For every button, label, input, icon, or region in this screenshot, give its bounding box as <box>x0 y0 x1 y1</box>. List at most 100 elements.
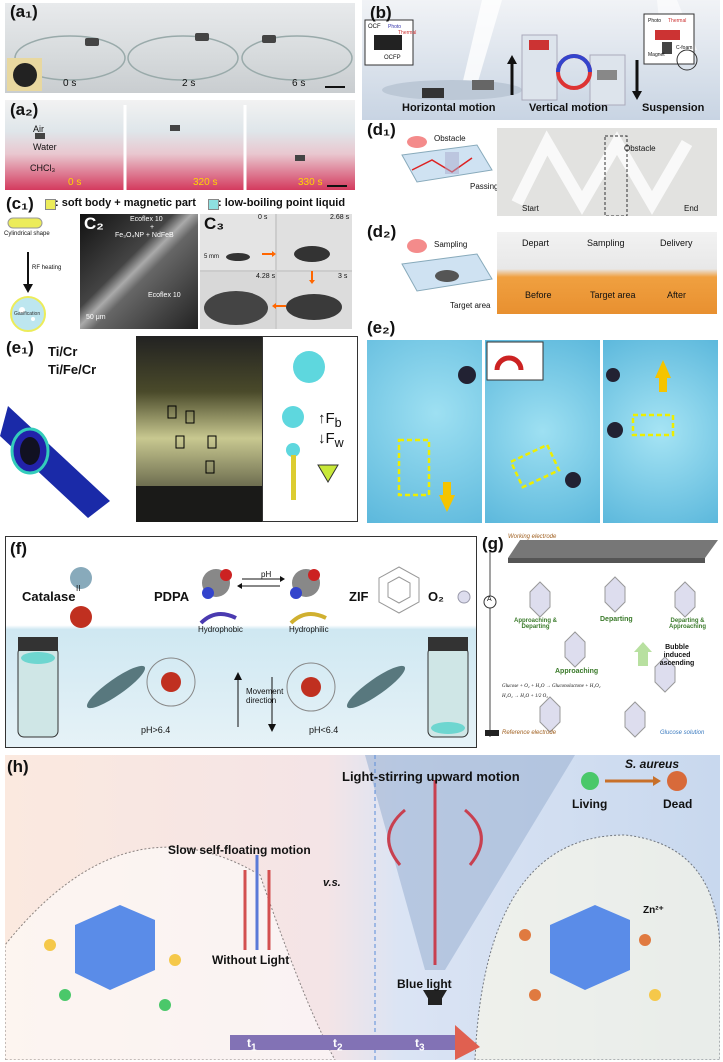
photo-c2 <box>80 214 198 329</box>
d1-schematic <box>401 136 493 183</box>
fw-sub: w <box>334 436 344 450</box>
d1-obstacle: Obstacle <box>434 134 466 143</box>
time-a1-2: 6 s <box>292 78 306 89</box>
legend-soft: : soft body + magnetic part <box>55 197 196 209</box>
fb-text: F <box>325 410 335 427</box>
t2-sub: 2 <box>337 1042 343 1054</box>
panel-h: (h) Light-stirring upward motion S. aure… <box>5 755 720 1060</box>
motion-illustration <box>364 0 698 106</box>
photo-a1 <box>5 3 355 93</box>
panel-a2: (a₂) Air Water CHCl₃ 0 s 320 s 330 s <box>0 98 358 192</box>
photo-e2-2 <box>603 340 718 523</box>
f-hydrophilic: Hydrophilic <box>289 625 329 634</box>
h-dead: Dead <box>663 797 693 811</box>
label-b: (b) <box>370 3 392 22</box>
f-eq-1: II <box>76 584 81 593</box>
d2-stage-1: Sampling <box>587 238 625 248</box>
zif-icon <box>378 566 420 614</box>
photo-e2-0 <box>367 340 482 523</box>
d2-stage-2: Delivery <box>660 238 693 248</box>
inset-left-thermal: Thermal <box>398 30 417 36</box>
photo-d2 <box>497 232 717 314</box>
d2-target: Target area <box>450 301 491 310</box>
inset-right-thermal: Thermal <box>668 18 687 24</box>
inset-right-photo: Photo <box>648 18 662 24</box>
c3-scale: 5 mm <box>204 254 219 260</box>
t3-letter: t <box>415 1036 419 1050</box>
h-illustration <box>5 755 720 1060</box>
g-reference: Reference electrode <box>502 730 557 736</box>
label-g: (g) <box>482 534 504 553</box>
f-ph: pH <box>261 570 272 579</box>
f-movement: Movement direction <box>246 687 284 705</box>
f-pdpa: PDPA <box>154 589 190 604</box>
f-hydrophobic: Hydrophobic <box>198 625 243 634</box>
fb-arrow: ↑ <box>318 410 326 427</box>
t1-letter: t <box>247 1036 251 1050</box>
c2-plus: + <box>150 224 155 231</box>
t2-letter: t <box>333 1036 337 1050</box>
label-h: (h) <box>7 757 29 776</box>
g-departing: Departing <box>600 616 633 623</box>
label-c2: C₂ <box>84 214 104 233</box>
layer-chcl3: CHCl₃ <box>30 163 56 173</box>
f-catalase: Catalase <box>22 589 76 604</box>
d2-schematic <box>401 239 493 292</box>
photo-e2-1 <box>485 340 600 523</box>
c1-gas: Gasification <box>14 311 41 317</box>
t1-sub: 1 <box>251 1042 257 1054</box>
d2-sampling: Sampling <box>434 240 468 249</box>
c3-time-0: 0 s <box>258 214 268 221</box>
c1-schematic <box>7 217 46 332</box>
panel-d2: (d₂) Sampling Target area Depart Samplin… <box>362 222 720 317</box>
c3-time-1: 2.68 s <box>330 214 350 221</box>
c1-heating: RF heating <box>32 265 62 271</box>
metal-1: Ti/Fe/Cr <box>48 362 97 377</box>
inset-left-ocf: OCF <box>368 24 381 30</box>
h-zn: Zn²⁺ <box>643 905 664 916</box>
g-ammeter: A <box>487 596 492 603</box>
photo-d1 <box>497 128 717 216</box>
label-c3: C₃ <box>204 214 225 233</box>
e1-inset <box>262 336 358 522</box>
label-a1: (a₁) <box>10 2 38 21</box>
g-illustration <box>483 540 718 738</box>
tube-illustration <box>0 406 110 518</box>
label-d2: (d₂) <box>367 222 397 241</box>
c3-time-3: 3 s <box>338 273 348 280</box>
h-blue: Blue light <box>397 977 452 991</box>
label-c1: (c₁) <box>6 194 34 213</box>
c1-shape: Cylindrical shape <box>4 231 50 237</box>
label-a2: (a₂) <box>10 100 39 119</box>
h-t3: t3 <box>415 1036 425 1053</box>
fw-arrow: ↓ <box>318 430 326 447</box>
time-a1-0: 0 s <box>63 78 77 89</box>
panel-e1: (e₁) Ti/Cr Ti/Fe/Cr ↑Fb ↓Fw <box>0 336 358 522</box>
g-approach-depart: Approaching & Departing <box>514 618 557 630</box>
label-e1: (e₁) <box>6 338 34 357</box>
label-e2: (e₂) <box>367 318 396 337</box>
h-light-motion: Light-stirring upward motion <box>342 769 520 784</box>
time-a2-1: 320 s <box>193 177 218 188</box>
f-ph-lo: pH<6.4 <box>309 725 339 735</box>
f-o2: O₂ <box>428 589 444 604</box>
time-a1-1: 2 s <box>182 78 196 89</box>
pdpa-molecules <box>199 569 327 625</box>
layer-water: Water <box>33 142 57 152</box>
inset-right-cfoam: C-foam <box>676 45 693 51</box>
h-t1: t1 <box>247 1036 257 1053</box>
d2-bottom-1: Target area <box>590 290 636 300</box>
c2-mid: Fe₃O₄NP + NdFeB <box>115 232 174 239</box>
panel-d1: (d₁) Obstacle Passing Obstacle Start End <box>362 120 720 220</box>
g-depart-approach: Departing & Approaching <box>669 618 706 630</box>
panel-b: (b) OCF Photo Thermal OCFP Photo Thermal… <box>362 0 720 120</box>
dish-illustration <box>7 33 353 91</box>
g-eq2: H₂O₂ → H₂O + 1/2 O₂ <box>502 694 549 699</box>
d1-obstacle2: Obstacle <box>624 144 656 153</box>
legend-soft-swatch <box>45 199 56 210</box>
fw-text: F <box>325 430 335 447</box>
inset-left-photo: Photo <box>388 24 402 30</box>
panel-f: (f) Catalase II PDPA pH Hydrophobic Hydr… <box>5 536 477 748</box>
photo-e1 <box>136 336 262 522</box>
panel-e2: (e₂) <box>362 318 720 523</box>
